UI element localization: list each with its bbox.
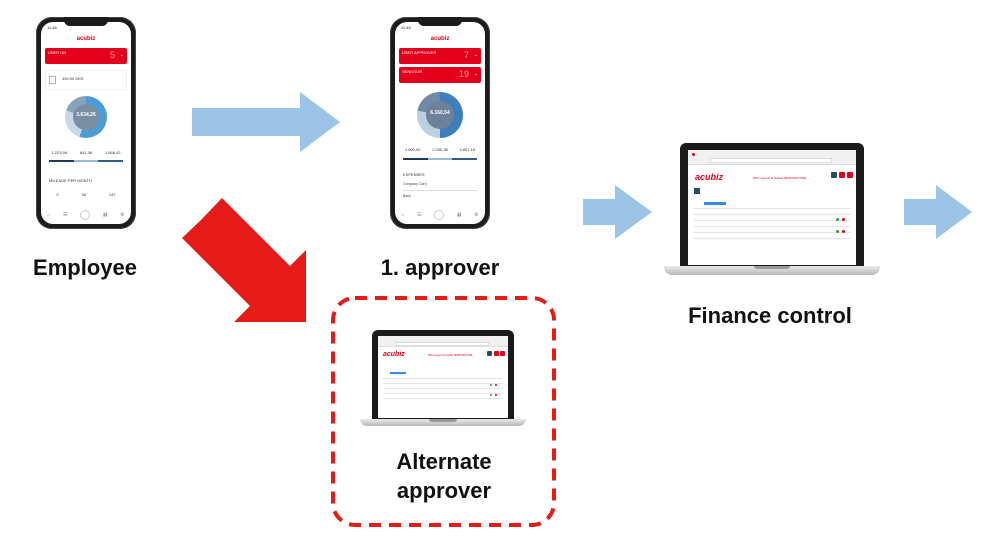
- app-logo: acubiz: [76, 36, 96, 42]
- list-item[interactable]: Company Card: [403, 182, 427, 186]
- phone-screen: 11:46 acubiz USER ON 5 ⌄ 490,00 DKK 3.63…: [41, 22, 131, 224]
- section-title: MILEAGE PER MONTH: [49, 178, 92, 183]
- bottom-nav: ⌂ ☰ ▦ ⚙: [395, 210, 485, 220]
- tab-active[interactable]: [390, 372, 406, 374]
- add-icon[interactable]: [80, 210, 91, 220]
- chart-icon[interactable]: ▦: [456, 212, 462, 218]
- stats-bar: [49, 160, 124, 162]
- user-button[interactable]: [831, 172, 837, 178]
- add-icon[interactable]: [434, 210, 445, 220]
- chevron-down-icon: ⌄: [473, 52, 478, 58]
- laptop-screen: acubiz PRO support & Global TEMPORATURE: [378, 336, 508, 418]
- status-time: 11:46: [401, 25, 411, 30]
- stat-value: 1.223,56: [51, 150, 67, 155]
- laptop-screen: acubiz PRO support & Global TEMPORATURE: [688, 150, 856, 265]
- user-banner[interactable]: USER APPROVER 7 ⌄: [399, 48, 481, 64]
- app-logo: acubiz: [383, 351, 405, 358]
- banner-title: USER APPROVER: [402, 50, 437, 55]
- label-alternate-line2: approver: [396, 478, 492, 503]
- expense-donut: 3.634,26: [65, 96, 107, 138]
- approver-phone: 11:46 acubiz USER APPROVER 7 ⌄ SENDOUR 1…: [390, 17, 490, 229]
- donut-value: 6.160,54: [430, 110, 450, 116]
- donut-value: 3.634,26: [76, 112, 96, 118]
- notification-button[interactable]: [494, 351, 499, 356]
- laptop-base: [360, 419, 526, 426]
- document-icon: [49, 76, 56, 84]
- user-button[interactable]: [487, 351, 492, 356]
- mileage-value: 36: [81, 192, 86, 197]
- expense-amount: 490,00 DKK: [62, 76, 84, 81]
- list-icon[interactable]: ☰: [62, 212, 68, 218]
- header-text: PRO support & Global TEMPORATURE: [753, 176, 807, 180]
- bottom-nav: ⌂ ☰ ▦ ⚙: [41, 210, 131, 220]
- chart-icon[interactable]: ▦: [102, 212, 108, 218]
- chevron-down-icon: ⌄: [473, 71, 478, 77]
- app-logo: acubiz: [430, 36, 450, 42]
- label-finance: Finance control: [688, 303, 852, 328]
- divider: [403, 190, 477, 191]
- notification-button[interactable]: [839, 172, 845, 178]
- stats-row: 1.223,56 841,36 1.668,42: [45, 150, 127, 155]
- stat-value: 1.668,42: [104, 150, 121, 155]
- stat-value: 2.000,38: [432, 147, 448, 152]
- banner-count: 5: [109, 50, 115, 60]
- banner-title: SENDOUR: [402, 69, 423, 74]
- user-banner[interactable]: USER ON 5 ⌄: [45, 48, 127, 64]
- stats-bar: [403, 158, 478, 160]
- arrow-finance-to-next: [904, 185, 972, 239]
- laptop-base: [664, 266, 880, 275]
- tab-active[interactable]: [704, 202, 726, 205]
- chevron-down-icon: ⌄: [119, 52, 124, 58]
- app-logo: acubiz: [695, 172, 724, 182]
- list-icon[interactable]: ☰: [416, 212, 422, 218]
- label-employee: Employee: [33, 255, 137, 280]
- stats-row: 1.500,00 2.000,38 3.657,16: [399, 147, 481, 152]
- mileage-value: 0: [56, 192, 59, 197]
- phone-notch: [418, 17, 462, 26]
- home-icon[interactable]: ⌂: [47, 212, 51, 218]
- header-text: PRO support & Global TEMPORATURE: [428, 354, 473, 357]
- alternate-approver-frame: [331, 296, 556, 527]
- browser-bar: [378, 336, 508, 347]
- label-alternate-line1: Alternate: [396, 449, 492, 474]
- arrow-employee-to-approver: [192, 92, 340, 152]
- stat-value: 1.500,00: [404, 147, 421, 152]
- employee-phone: 11:46 acubiz USER ON 5 ⌄ 490,00 DKK 3.63…: [36, 17, 136, 229]
- stat-value: 3.657,16: [459, 147, 476, 152]
- label-approver: 1. approver: [380, 255, 500, 280]
- expense-card[interactable]: 490,00 DKK: [45, 70, 127, 90]
- banner-title: USER ON: [48, 50, 67, 55]
- close-button[interactable]: [500, 351, 505, 356]
- expense-donut: 6.160,54: [417, 92, 463, 138]
- phone-notch: [64, 17, 108, 26]
- home-icon[interactable]: ⌂: [401, 212, 405, 218]
- phone-screen: 11:46 acubiz USER APPROVER 7 ⌄ SENDOUR 1…: [395, 22, 485, 224]
- mileage-value: 147: [108, 192, 116, 197]
- status-time: 11:46: [47, 25, 57, 30]
- arrow-approver-to-finance: [583, 185, 652, 239]
- settings-icon[interactable]: ⚙: [474, 212, 479, 218]
- banner-count: 19: [458, 69, 469, 79]
- list-item[interactable]: Bank: [403, 194, 411, 198]
- settings-icon[interactable]: ⚙: [120, 212, 125, 218]
- section-title: EXPENSES: [403, 172, 425, 177]
- mileage-row: 0 36 147: [45, 192, 127, 197]
- banner-count: 7: [463, 50, 469, 60]
- stat-value: 841,36: [79, 150, 93, 155]
- sendout-banner[interactable]: SENDOUR 19 ⌄: [399, 67, 481, 83]
- arrow-employee-to-alternate: [182, 198, 306, 322]
- close-button[interactable]: [847, 172, 853, 178]
